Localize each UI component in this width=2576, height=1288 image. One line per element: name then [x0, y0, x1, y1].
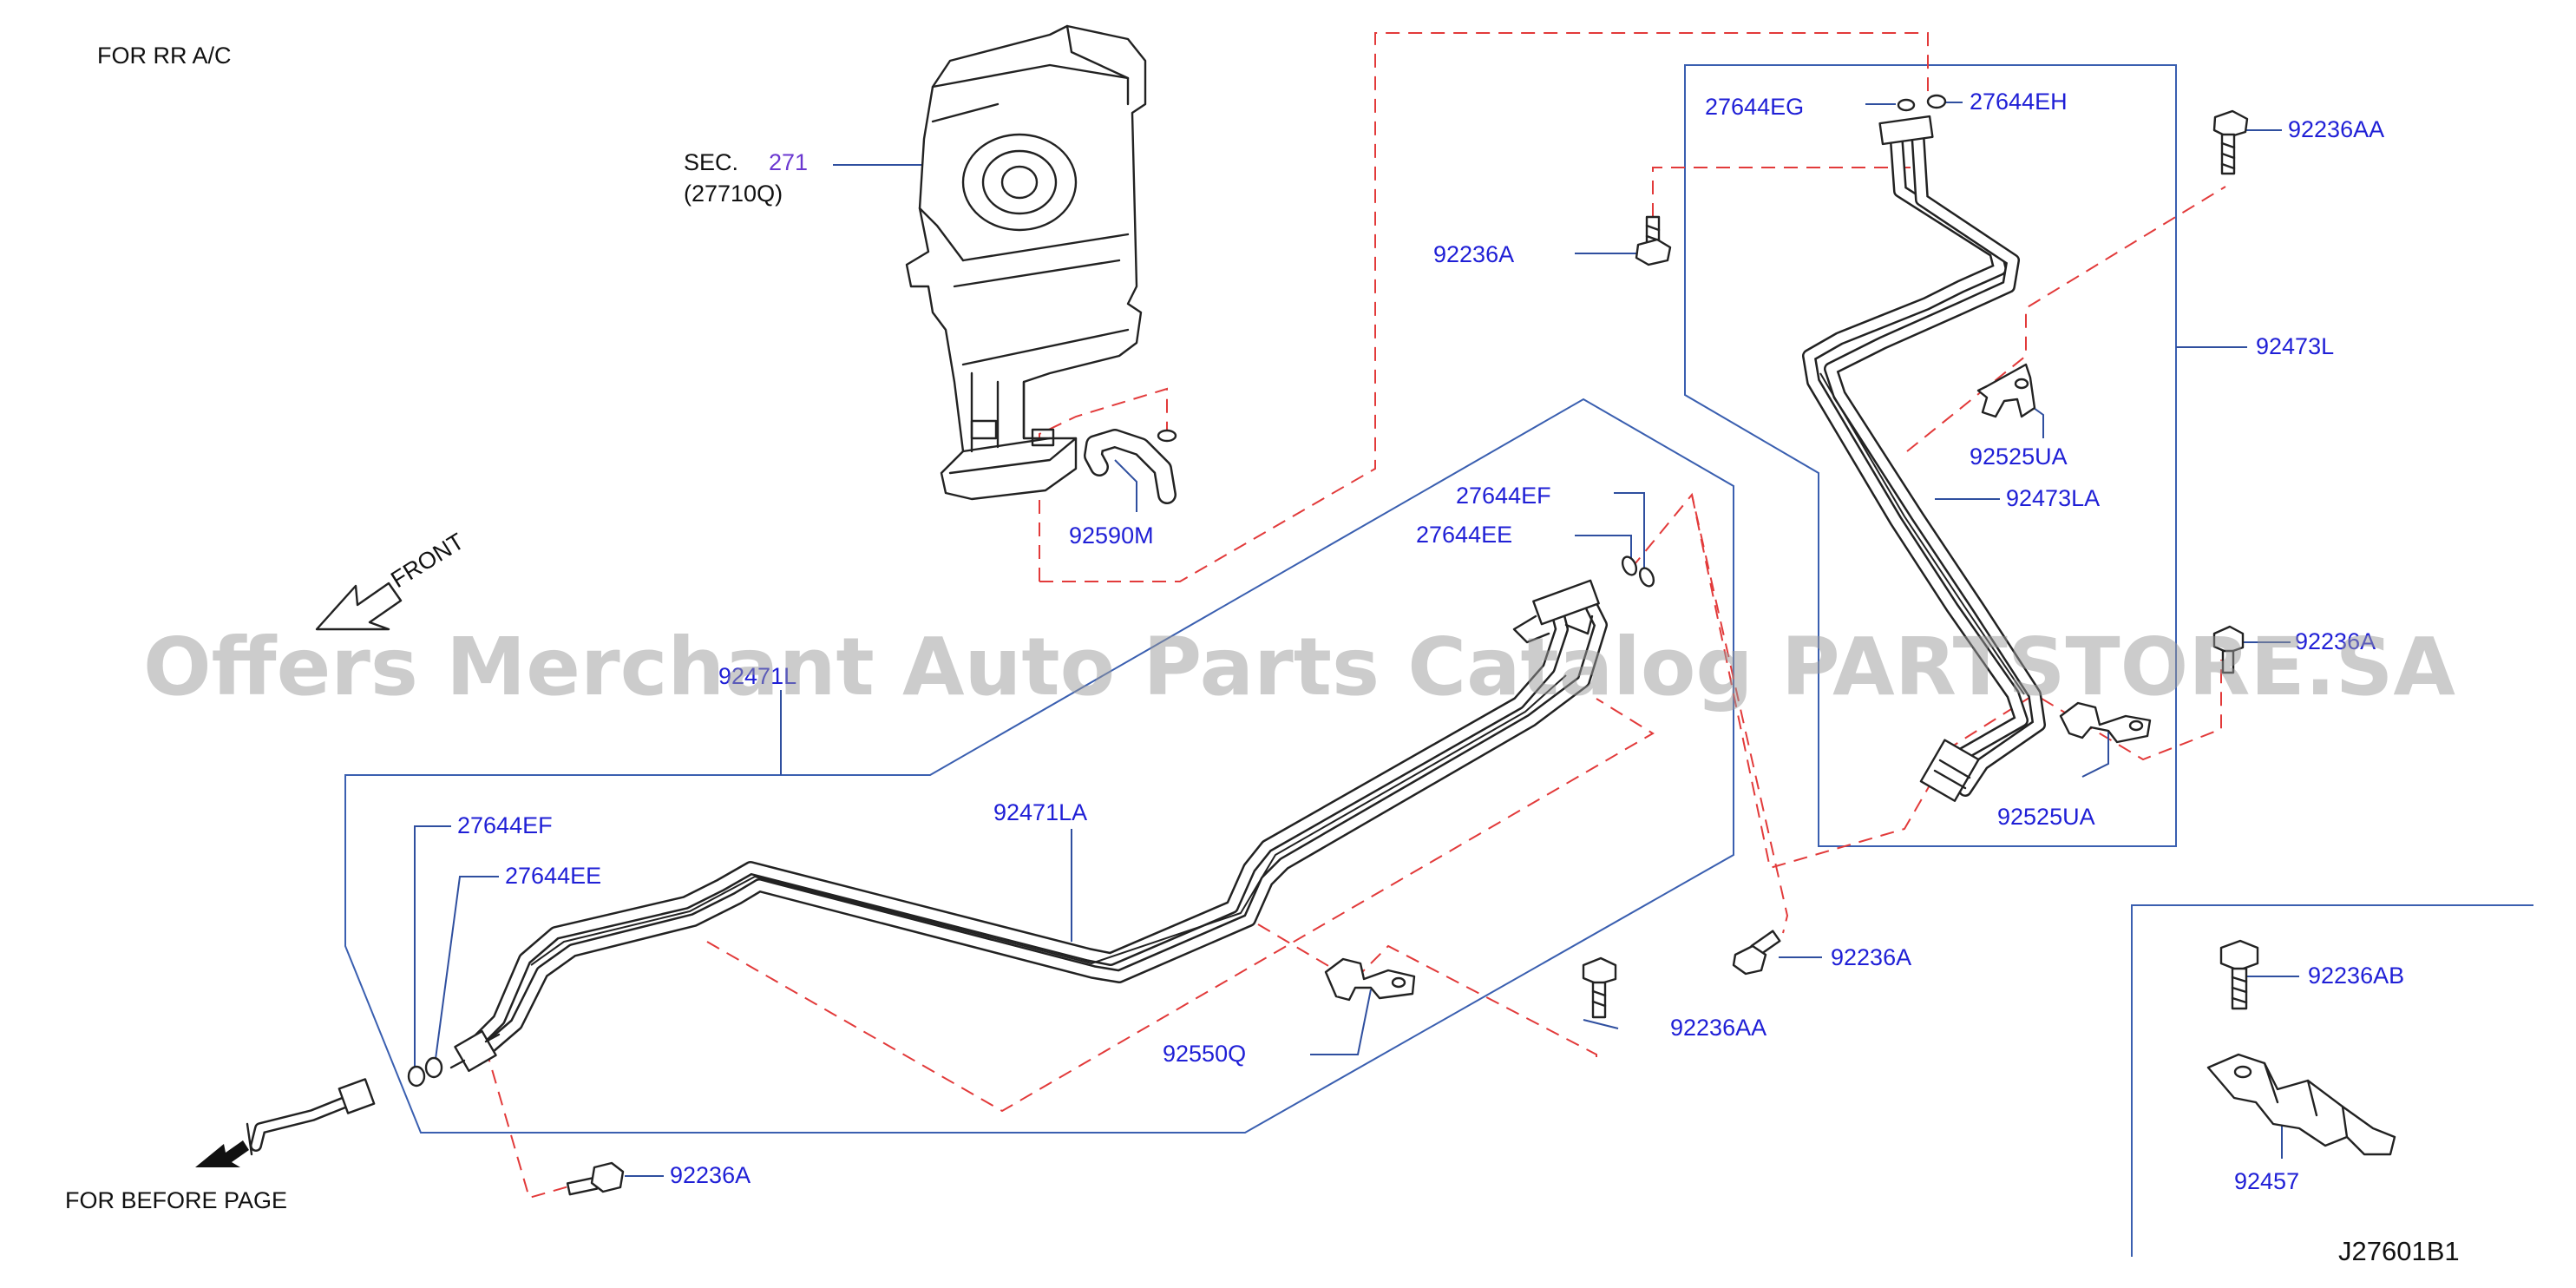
note-for-rr-ac: FOR RR A/C — [97, 43, 232, 69]
bolt-92236aa-mid — [1582, 956, 1617, 1019]
label-92550q[interactable]: 92550Q — [1163, 1041, 1246, 1067]
outline-rear-pipe-group — [1684, 64, 2177, 847]
dash-rear-pipe-joint — [1691, 494, 2222, 870]
dash-blower-to-hose — [1039, 387, 1168, 582]
label-92471la[interactable]: 92471LA — [993, 799, 1087, 825]
group-dashed-lines — [485, 32, 2226, 1199]
o-rings-front-left — [407, 1056, 443, 1088]
label-92236a-right[interactable]: 92236A — [2295, 628, 2376, 654]
label-92590m[interactable]: 92590M — [1069, 522, 1154, 549]
label-92236aa-mid[interactable]: 92236AA — [1670, 1015, 1766, 1041]
label-92473la[interactable]: 92473LA — [2006, 485, 2100, 511]
dash-front-bolt — [485, 1048, 591, 1199]
dash-bolt-to-rear-pipe — [1652, 167, 1919, 217]
section-number-link[interactable]: 271 — [769, 149, 808, 175]
group-outlines — [344, 64, 2533, 1257]
clamp-92525ua-lower — [2059, 701, 2152, 744]
front-direction-label: FRONT — [386, 528, 469, 593]
diagram-code: J27601B1 — [2338, 1236, 2460, 1266]
label-92236a-bottom[interactable]: 92236A — [670, 1162, 751, 1188]
dash-rear-bracket-upper — [1906, 186, 2226, 452]
outline-front-pipe-group — [344, 398, 1734, 1134]
watermark: Offers Merchant Auto Parts Catalog PARTS… — [143, 621, 2455, 713]
section-sub: (27710Q) — [684, 181, 783, 207]
solid-arrow-icon — [195, 1140, 249, 1167]
clamp-92525ua-upper — [1976, 363, 2036, 418]
label-27644eg[interactable]: 27644EG — [1705, 94, 1804, 120]
blower-unit — [905, 24, 1147, 501]
o-rings-front-mid — [1621, 555, 1655, 588]
label-27644ef-mid[interactable]: 27644EF — [1456, 483, 1551, 509]
label-27644ef-left[interactable]: 27644EF — [457, 812, 553, 838]
label-92471l[interactable]: 92471L — [718, 663, 796, 689]
label-27644ee-left[interactable]: 27644EE — [505, 863, 601, 889]
rear-pipe-assembly — [1802, 115, 2046, 802]
bolt-92236a-mid — [1732, 930, 1781, 976]
bolt-92236a-right — [2212, 625, 2245, 674]
outline-detail-box — [2131, 904, 2533, 1257]
label-92236aa-top[interactable]: 92236AA — [2288, 116, 2384, 142]
bracket-92457 — [2206, 1053, 2396, 1156]
label-27644eh[interactable]: 27644EH — [1970, 89, 2068, 115]
group-leaders — [414, 102, 2299, 1177]
label-92525ua-bottom[interactable]: 92525UA — [1997, 804, 2095, 830]
label-92457[interactable]: 92457 — [2234, 1168, 2299, 1194]
label-92236a-mid[interactable]: 92236A — [1831, 944, 1911, 970]
bolt-92236a-top — [1635, 215, 1672, 266]
label-27644ee-mid[interactable]: 27644EE — [1416, 522, 1512, 548]
hollow-arrow-icon — [315, 582, 403, 631]
bolt-92236aa-top — [2212, 109, 2249, 175]
o-rings-rear — [1897, 94, 1947, 112]
section-prefix: SEC. — [684, 149, 738, 175]
label-92236a-top[interactable]: 92236A — [1433, 241, 1514, 267]
dash-front-pipe-bottom — [706, 698, 1655, 1113]
front-pipe-assembly — [449, 579, 1608, 1073]
bolt-92236a-bottom — [566, 1161, 625, 1196]
drain-hose — [1084, 429, 1177, 504]
clamp-92550q — [1324, 957, 1416, 1002]
label-92236ab[interactable]: 92236AB — [2308, 963, 2404, 989]
label-92525ua-top[interactable]: 92525UA — [1970, 444, 2068, 470]
incoming-pipe — [246, 1078, 376, 1156]
dash-clamp-front — [1257, 923, 1597, 1063]
label-92473l[interactable]: 92473L — [2256, 333, 2334, 359]
bolt-92236ab — [2219, 939, 2259, 1010]
dash-sec271-to-rear-pipe — [1039, 32, 1929, 582]
dash-front-pipe-to-rear — [1630, 492, 1789, 934]
note-for-before-page: FOR BEFORE PAGE — [65, 1187, 287, 1213]
